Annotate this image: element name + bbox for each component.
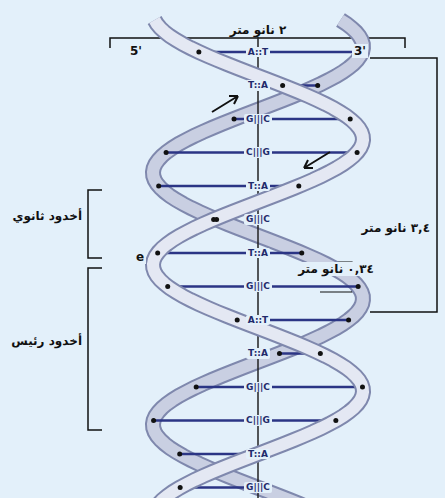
base-pair-label: T::A — [246, 80, 270, 91]
base-pair-label: A::T — [246, 315, 270, 326]
base-pair-label: T::A — [246, 181, 270, 192]
base-pair-rung — [158, 252, 302, 255]
phosphate-dot — [318, 351, 323, 356]
base-pair-label: C|||G — [244, 415, 272, 426]
base-pair-label: T::A — [246, 348, 270, 359]
minor-groove-bracket — [88, 190, 102, 258]
phosphate-dot — [356, 284, 361, 289]
base-pair-label: A::T — [246, 47, 270, 58]
end-label: 5' — [128, 44, 144, 58]
phosphate-dot — [346, 318, 351, 323]
strand-edge — [153, 20, 363, 498]
phosphate-dot — [177, 452, 182, 457]
phosphate-dot — [196, 50, 201, 55]
base-pair-label: G|||C — [244, 114, 272, 125]
base-pair-label: G|||C — [244, 482, 272, 493]
strand-ribbon — [153, 20, 363, 498]
phosphate-dot — [194, 385, 199, 390]
base-pair-label: T::A — [246, 449, 270, 460]
phosphate-dot — [155, 251, 160, 256]
direction-arrow — [212, 96, 238, 112]
base-pair-rung — [196, 386, 362, 389]
phosphate-dot — [348, 117, 353, 122]
base-pair-label: T::A — [246, 248, 270, 259]
phosphate-dot — [232, 117, 237, 122]
phosphate-dot — [178, 485, 183, 490]
letter-label: e — [134, 250, 146, 264]
phosphate-dot — [360, 385, 365, 390]
phosphate-dot — [299, 251, 304, 256]
base-pair-label: G|||C — [244, 382, 272, 393]
phosphate-dot — [315, 83, 320, 88]
phosphate-dot — [355, 150, 360, 155]
major-groove-bracket — [88, 268, 102, 430]
pitch-bracket — [370, 58, 437, 312]
groove-label: أخدود رئيس — [9, 334, 84, 348]
phosphate-dot — [235, 318, 240, 323]
phosphate-dot — [156, 184, 161, 189]
phosphate-dot — [214, 217, 219, 222]
dimension-label: ٢ نانو متر — [228, 23, 289, 37]
direction-arrow — [304, 152, 330, 168]
groove-label: أخدود ثانوي — [10, 209, 84, 223]
dimension-label: ٣,٤ نانو متر — [360, 221, 432, 235]
base-pair-label: C|||G — [244, 147, 272, 158]
end-label: 3' — [352, 44, 368, 58]
phosphate-dot — [277, 351, 282, 356]
phosphate-dot — [333, 418, 338, 423]
phosphate-dot — [165, 284, 170, 289]
helix-group — [151, 20, 365, 498]
phosphate-dot — [280, 83, 285, 88]
strand-edge — [153, 20, 363, 498]
base-pair-label: G|||C — [244, 214, 272, 225]
base-pair-rung — [199, 51, 362, 54]
base-pair-label: G|||C — [244, 281, 272, 292]
phosphate-dot — [164, 150, 169, 155]
phosphate-dot — [151, 418, 156, 423]
helix-axis — [257, 30, 259, 498]
dimension-label: ٠,٣٤ نانو متر — [296, 262, 376, 276]
phosphate-dot — [296, 184, 301, 189]
strand-ribbon — [153, 20, 363, 498]
